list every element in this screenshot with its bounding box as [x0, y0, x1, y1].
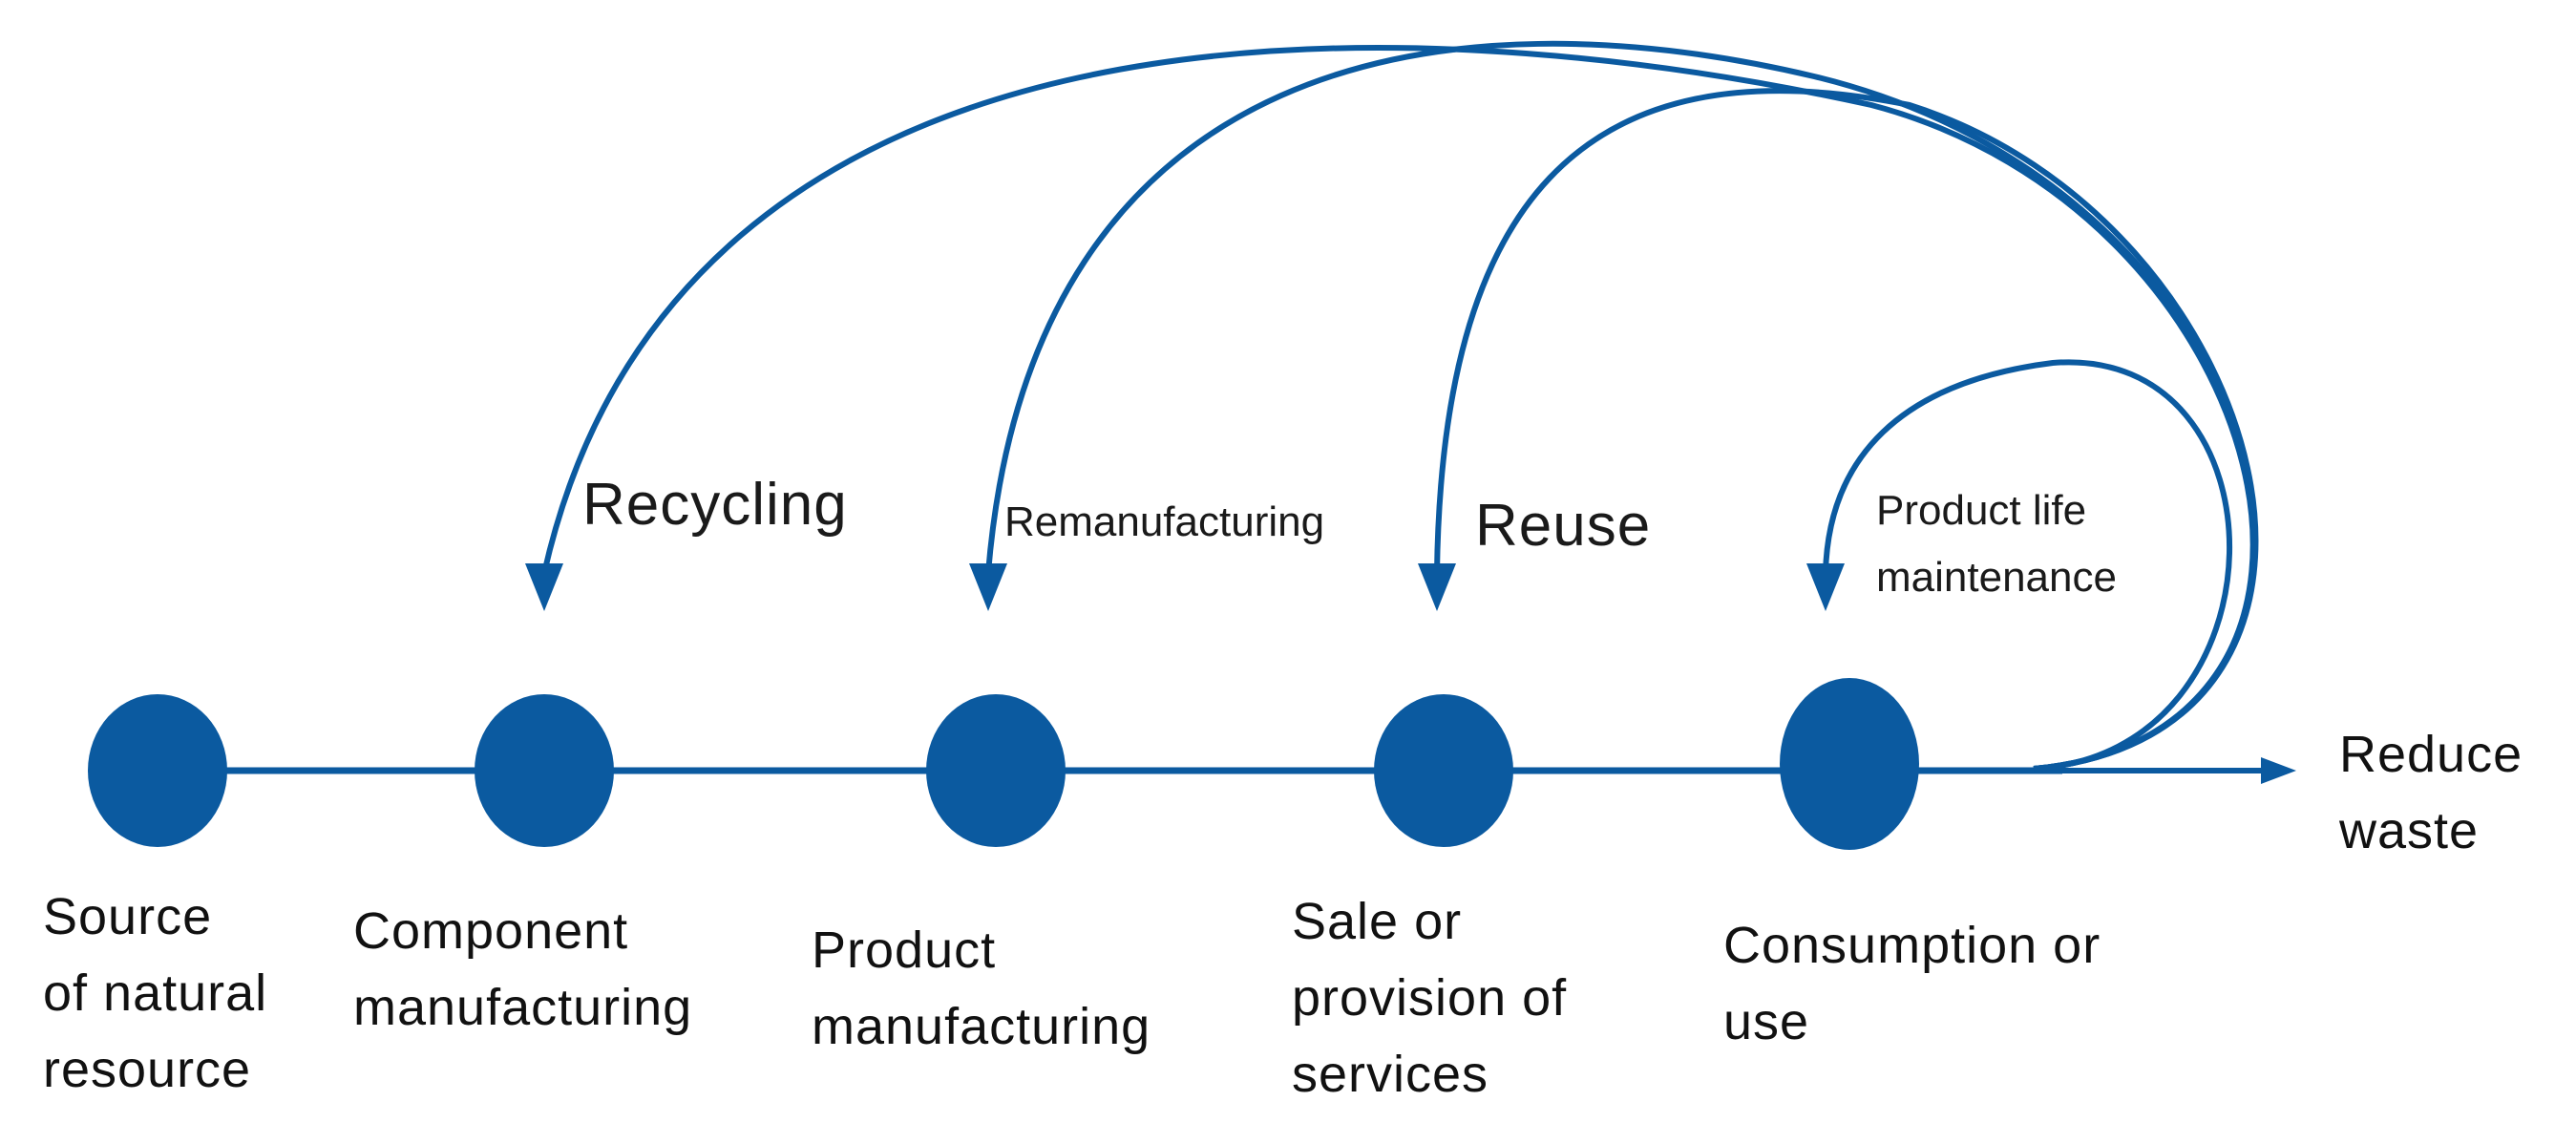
- stage-label-source: Source of natural resource: [43, 879, 267, 1108]
- node-product-manufacturing: [926, 694, 1066, 847]
- loop-label-line: maintenance: [1876, 554, 2117, 601]
- stage-label-line: provision of: [1292, 969, 1568, 1027]
- node-sale-provision: [1374, 694, 1513, 847]
- loop-reuse: [1418, 88, 2259, 772]
- stage-label-consumption: Consumption or use: [1723, 907, 2101, 1060]
- end-label-line: Reduce: [2339, 726, 2523, 783]
- node-source: [88, 694, 227, 847]
- loop-product-life-maintenance: [1806, 359, 2233, 772]
- end-label-reduce-waste: Reduce waste: [2339, 716, 2523, 869]
- remanufacturing-arrowhead: [969, 563, 1007, 611]
- loop-label-recycling: Recycling: [582, 471, 848, 540]
- reuse-arrowhead: [1418, 563, 1456, 611]
- stage-label-line: use: [1723, 993, 1810, 1050]
- node-component-manufacturing: [475, 694, 614, 847]
- loop-label-remanufacturing: Remanufacturing: [1004, 489, 1324, 556]
- stage-label-sale: Sale or provision of services: [1292, 883, 1567, 1112]
- loop-label-reuse: Reuse: [1475, 492, 1651, 561]
- stage-label-line: of natural: [43, 964, 268, 1022]
- loop-recycling: [525, 45, 2256, 772]
- stage-label-line: Sale or: [1292, 893, 1463, 950]
- remanufacturing-arrow: [985, 40, 2258, 772]
- stage-label-line: services: [1292, 1046, 1489, 1103]
- end-label-line: waste: [2339, 802, 2480, 859]
- loop-remanufacturing: [969, 40, 2258, 772]
- stage-label-line: Product: [812, 922, 997, 979]
- loop-label-line: Recycling: [582, 472, 848, 538]
- stage-label-line: Source: [43, 888, 213, 945]
- stage-label-product: Product manufacturing: [812, 912, 1151, 1065]
- recycling-arrow: [541, 45, 2256, 772]
- stage-label-line: Consumption or: [1723, 917, 2101, 974]
- loop-label-line: Product life: [1876, 487, 2087, 534]
- stage-label-line: resource: [43, 1041, 252, 1098]
- node-consumption-use: [1780, 678, 1919, 850]
- loop-label-line: Reuse: [1475, 493, 1652, 559]
- stage-label-line: manufacturing: [812, 998, 1151, 1055]
- reduce-waste-arrowhead: [2261, 757, 2296, 784]
- loop-label-maintenance: Product life maintenance: [1876, 477, 2117, 611]
- recycling-arrowhead: [525, 563, 563, 611]
- maintenance-arrow: [1823, 359, 2233, 772]
- stage-label-line: manufacturing: [353, 979, 693, 1036]
- stage-label-component: Component manufacturing: [353, 893, 692, 1046]
- reuse-arrow: [1434, 88, 2259, 772]
- loop-label-line: Remanufacturing: [1004, 498, 1325, 545]
- stage-label-line: Component: [353, 902, 629, 960]
- maintenance-arrowhead: [1806, 563, 1845, 611]
